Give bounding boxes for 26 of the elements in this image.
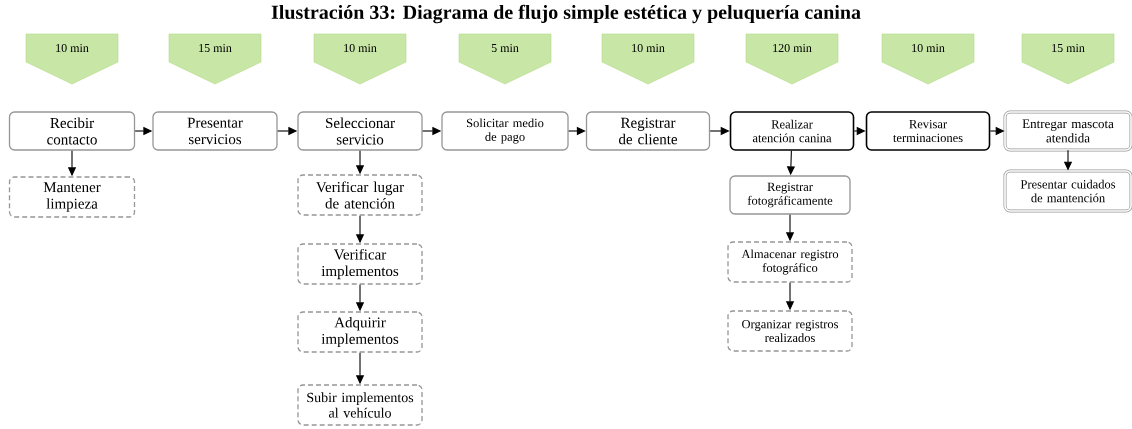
duration-tag: 15 min bbox=[1021, 33, 1115, 85]
process-box: Mantener limpieza bbox=[8, 176, 136, 218]
duration-tag: 10 min bbox=[25, 33, 119, 85]
process-box: Solicitar medio de pago bbox=[441, 111, 569, 151]
duration-tag: 15 min bbox=[168, 33, 262, 85]
duration-tag: 10 min bbox=[881, 33, 975, 85]
process-box: Presentar cuidados de mantención bbox=[1003, 169, 1132, 213]
process-box: Registrar de cliente bbox=[585, 111, 711, 151]
process-box: Seleccionar servicio bbox=[297, 111, 423, 151]
process-box: Almacenar registro fotográfico bbox=[727, 241, 853, 283]
process-box: Verificar lugar de atención bbox=[297, 174, 423, 216]
process-box: Presentar servicios bbox=[152, 111, 278, 151]
process-box: Adquirir implementos bbox=[297, 311, 423, 353]
process-box: Organizar registros realizados bbox=[727, 310, 853, 352]
process-box: Revisar terminaciones bbox=[865, 111, 991, 151]
duration-tag: 120 min bbox=[745, 33, 839, 85]
process-box: Recibir contacto bbox=[8, 111, 136, 151]
process-box: Registrar fotográficamente bbox=[729, 175, 851, 215]
duration-tag: 10 min bbox=[601, 33, 695, 85]
process-box: Subir implementos al vehículo bbox=[297, 384, 423, 426]
duration-tag: 10 min bbox=[313, 33, 407, 85]
duration-tag: 5 min bbox=[458, 33, 552, 85]
process-box: Entregar mascota atendida bbox=[1003, 110, 1132, 152]
process-box: Verificar implementos bbox=[297, 243, 423, 285]
title: Ilustración 33: Diagrama de flujo simple estética y peluquería canina bbox=[271, 4, 861, 24]
process-box: Realizar atención canina bbox=[729, 111, 855, 151]
